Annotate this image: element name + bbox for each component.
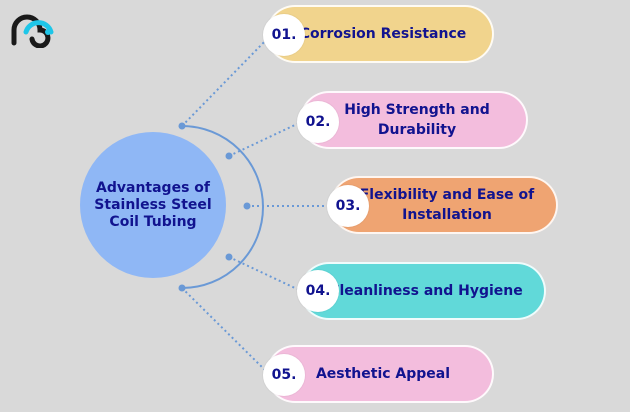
item-5-pill: Aesthetic Appeal <box>266 345 494 403</box>
item-3-label: Flexibility and Ease of Installation <box>359 187 535 223</box>
item-2-label: High Strength and Durability <box>344 102 490 138</box>
item-5-number: 05. <box>263 354 305 396</box>
item-3-pill: Flexibility and Ease of Installation <box>330 176 558 234</box>
item-2-number: 02. <box>297 101 339 143</box>
item-1-number: 01. <box>263 14 305 56</box>
item-4-number: 04. <box>297 270 339 312</box>
item-5-label: Aesthetic Appeal <box>315 366 451 382</box>
item-4-label: Cleanliness and Hygiene <box>329 283 523 299</box>
item-1-label: Corrosion Resistance <box>299 26 467 42</box>
item-4-pill: Cleanliness and Hygiene <box>300 262 546 320</box>
center-topic: Advantages of Stainless Steel Coil Tubin… <box>80 132 226 278</box>
item-1-pill: Corrosion Resistance <box>266 5 494 63</box>
pm-logo-icon <box>11 14 54 48</box>
center-title: Advantages of Stainless Steel Coil Tubin… <box>94 179 212 230</box>
item-3-number: 03. <box>327 185 369 227</box>
